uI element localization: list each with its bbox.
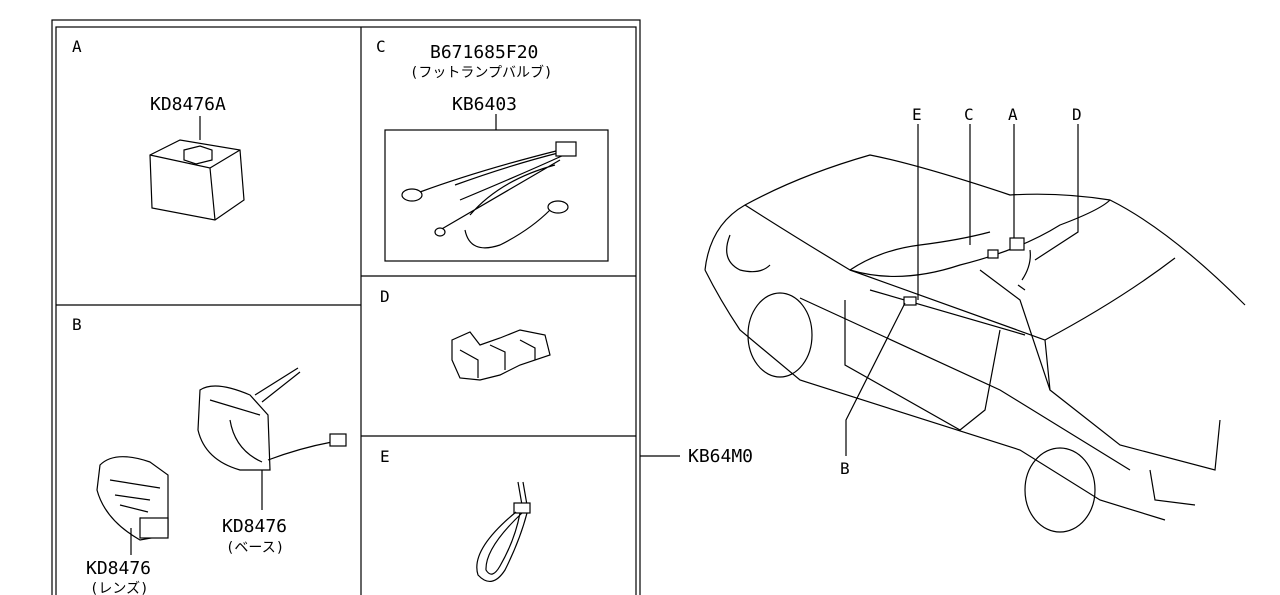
section-a: A KD8476A bbox=[72, 37, 245, 221]
section-a-letter: A bbox=[72, 37, 82, 56]
car-callouts: E C A D B bbox=[840, 105, 1082, 478]
lamp-lens-drawing bbox=[96, 456, 169, 541]
callout-a: A bbox=[1008, 105, 1018, 124]
lens-note: (レンズ) bbox=[90, 581, 149, 595]
part-number-kd8476-base: KD8476 bbox=[222, 516, 287, 537]
callout-b: B bbox=[840, 459, 850, 478]
part-number-kb6403: KB6403 bbox=[452, 94, 517, 115]
section-d-letter: D bbox=[380, 287, 390, 306]
section-b-letter: B bbox=[72, 315, 82, 334]
part-number-b671685f20: B671685F20 bbox=[430, 42, 538, 63]
callout-c: C bbox=[964, 105, 974, 124]
section-d: D bbox=[380, 287, 551, 381]
section-e-letter: E bbox=[380, 447, 390, 466]
harness-box bbox=[384, 129, 609, 262]
section-c-letter: C bbox=[376, 37, 386, 56]
section-c: C B671685F20 (フットランプバルブ) KB6403 bbox=[376, 37, 609, 262]
lamp-base-drawing bbox=[197, 367, 347, 471]
callout-d: D bbox=[1072, 105, 1082, 124]
car-drawing bbox=[704, 154, 1246, 533]
parts-frame bbox=[51, 19, 641, 595]
part-number-kd8476a: KD8476A bbox=[150, 94, 226, 115]
relay-part-drawing bbox=[149, 139, 245, 221]
bulb-note: (フットランプバルブ) bbox=[410, 64, 552, 81]
part-number-kb64m0: KB64M0 bbox=[688, 446, 753, 467]
section-e: E bbox=[380, 447, 531, 582]
callout-e: E bbox=[912, 105, 922, 124]
section-b: B KD8476 (ベース) KD8476 (レンズ) bbox=[72, 315, 347, 595]
base-note: (ベース) bbox=[226, 540, 284, 556]
clip-connector-drawing bbox=[451, 329, 551, 381]
cable-tie-drawing bbox=[476, 481, 531, 582]
wire-harness-drawing bbox=[401, 141, 577, 249]
part-number-kd8476-lens: KD8476 bbox=[86, 558, 151, 579]
